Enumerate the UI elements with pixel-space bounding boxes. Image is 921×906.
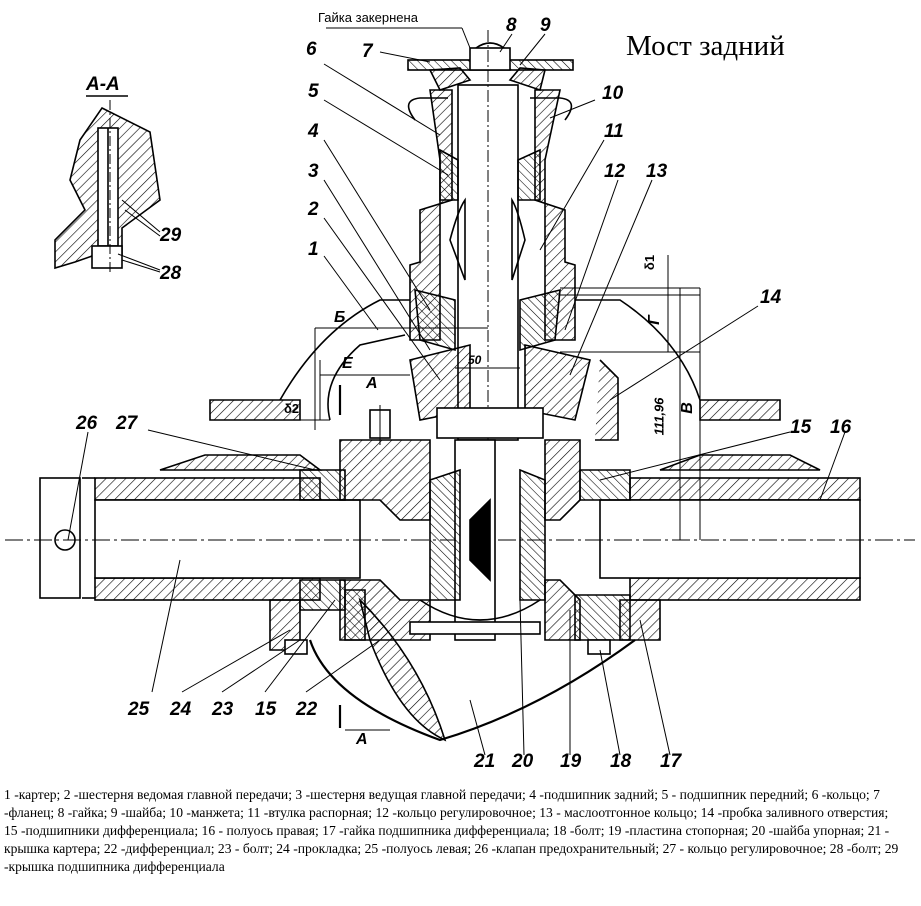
dim-delta1: δ1 <box>642 254 658 271</box>
dim-111-96: 111,96 <box>651 397 667 436</box>
dim-section-a-upper: А <box>366 375 378 392</box>
leader-lines <box>67 27 846 756</box>
label-part-25: 25 <box>128 699 150 720</box>
dim-g: Г <box>645 315 663 325</box>
label-part-19: 19 <box>560 751 582 772</box>
label-part-12: 12 <box>604 161 626 182</box>
differential-22 <box>339 439 581 742</box>
label-part-28: 28 <box>160 263 182 284</box>
label-part-27: 27 <box>116 413 138 434</box>
dim-v: В <box>678 402 696 414</box>
parts-legend: 1 -картер; 2 -шестерня ведомая главной п… <box>4 787 899 874</box>
dimension-lines <box>285 255 701 731</box>
label-part-10: 10 <box>602 83 624 104</box>
label-part-21: 21 <box>474 751 496 772</box>
label-part-7: 7 <box>362 41 373 62</box>
label-part-6: 6 <box>306 39 317 60</box>
label-part-11: 11 <box>604 121 624 142</box>
label-part-15-left: 15 <box>255 699 277 720</box>
axle-tubes <box>5 477 915 601</box>
label-part-23: 23 <box>212 699 234 720</box>
label-part-2: 2 <box>308 199 319 220</box>
dim-delta2: δ2 <box>284 401 300 416</box>
label-part-14: 14 <box>760 287 782 308</box>
diff-bearings <box>299 469 631 641</box>
label-part-15-right: 15 <box>790 417 812 438</box>
section-a-a-detail <box>54 95 161 275</box>
label-part-5: 5 <box>308 81 319 102</box>
label-part-20: 20 <box>512 751 534 772</box>
section-label: А-А <box>86 74 120 95</box>
pinion-gear <box>409 343 591 439</box>
dim-e: Е <box>342 355 353 372</box>
dim-b: Б <box>334 309 346 326</box>
dim-section-a-lower: А <box>356 731 368 748</box>
label-part-17: 17 <box>660 751 682 772</box>
label-part-29: 29 <box>160 225 182 246</box>
label-part-3: 3 <box>308 161 319 182</box>
dim-50: 50 <box>468 353 482 367</box>
label-part-9: 9 <box>540 15 551 36</box>
label-part-8: 8 <box>506 15 517 36</box>
label-part-26: 26 <box>76 413 98 434</box>
label-part-1: 1 <box>308 239 319 260</box>
diagram-title: Мост задний <box>626 30 785 62</box>
label-part-22: 22 <box>296 699 318 720</box>
label-part-24: 24 <box>170 699 192 720</box>
label-part-4: 4 <box>308 121 319 142</box>
label-part-18: 18 <box>610 751 632 772</box>
label-part-13: 13 <box>646 161 668 182</box>
bolts <box>369 405 391 445</box>
note-nut-staked: Гайка закернена <box>318 10 418 25</box>
label-part-16: 16 <box>830 417 852 438</box>
flange-7 <box>407 42 574 92</box>
